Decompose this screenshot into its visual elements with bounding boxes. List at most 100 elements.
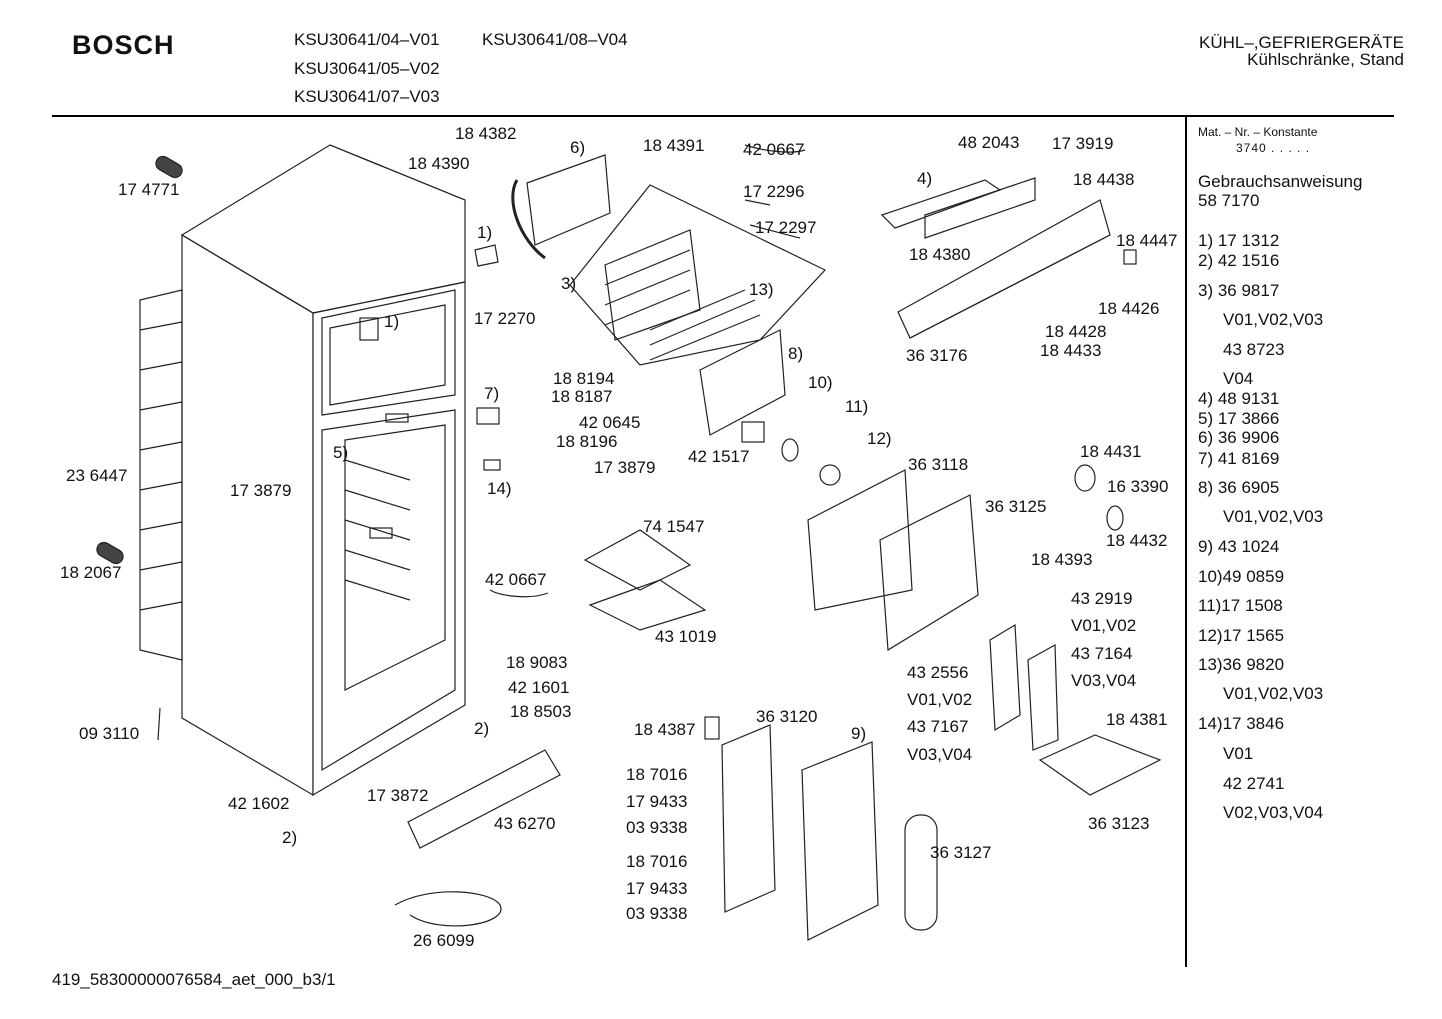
part-label: 17 9433 xyxy=(626,792,688,811)
part-label: V01,V02 xyxy=(1071,616,1137,635)
part-label: 18 4426 xyxy=(1098,299,1160,318)
sidebar-item: 1) 17 1312 xyxy=(1198,231,1280,250)
constant-label: Mat. – Nr. – Konstante xyxy=(1198,125,1318,139)
sidebar-item: V02,V03,V04 xyxy=(1223,803,1324,822)
part-label: 43 2919 xyxy=(1071,589,1133,608)
sidebar-item: 43 8723 xyxy=(1223,340,1285,359)
sidebar-item: V01,V02,V03 xyxy=(1223,684,1324,703)
part-label: 43 6270 xyxy=(494,814,556,833)
part-label: 18 7016 xyxy=(626,852,688,871)
part-label: V03,V04 xyxy=(1071,671,1137,690)
part-label: 43 7167 xyxy=(907,717,969,736)
brand-logo: BOSCH xyxy=(72,30,175,60)
part-label: 2) xyxy=(282,828,298,847)
part-label: 26 6099 xyxy=(413,931,475,950)
part-label: 7) xyxy=(484,384,500,403)
cabinet-drawing xyxy=(139,144,466,797)
manual-number: 58 7170 xyxy=(1198,191,1260,210)
sidebar-item: 2) 42 1516 xyxy=(1198,251,1280,270)
part-label: 18 4393 xyxy=(1031,550,1093,569)
part-label: 18 4431 xyxy=(1080,442,1142,461)
part-label: 17 9433 xyxy=(626,879,688,898)
part-label: 74 1547 xyxy=(643,517,705,536)
part-label: 13) xyxy=(749,280,774,299)
part-label: 12) xyxy=(867,429,892,448)
sidebar-item: 9) 43 1024 xyxy=(1198,537,1280,556)
part-label: 43 1019 xyxy=(655,627,717,646)
part-label: 36 3127 xyxy=(930,843,992,862)
part-label: 11) xyxy=(845,397,869,416)
part-label: 43 2556 xyxy=(907,663,969,682)
part-label: 03 9338 xyxy=(626,904,688,923)
sidebar-item: 14)17 3846 xyxy=(1198,714,1285,733)
part-label: 42 1517 xyxy=(688,447,750,466)
constant-value: 3740 . . . . . xyxy=(1236,141,1311,155)
part-label: 09 3110 xyxy=(79,724,140,743)
part-label: 03 9338 xyxy=(626,818,688,837)
part-174771 xyxy=(155,155,183,179)
sidebar-item: 4) 48 9131 xyxy=(1198,389,1280,408)
part-label: 42 1601 xyxy=(508,678,570,697)
part-label: 17 3879 xyxy=(230,481,292,500)
category-title: KÜHL–,GEFRIERGERÄTE xyxy=(1199,33,1404,52)
part-label: 6) xyxy=(570,138,586,157)
part-label: V03,V04 xyxy=(907,745,973,764)
part-label: 18 8196 xyxy=(556,432,618,451)
sidebar-item: 6) 36 9906 xyxy=(1198,428,1280,447)
sidebar-item: V01 xyxy=(1223,744,1254,763)
part-label: 16 3390 xyxy=(1107,477,1169,496)
model-number: KSU30641/07–V03 xyxy=(294,87,440,106)
part-label: 18 8194 xyxy=(553,369,615,388)
model-number: KSU30641/04–V01 xyxy=(294,30,440,49)
part-label: 17 3919 xyxy=(1052,134,1114,153)
sidebar-item: V01,V02,V03 xyxy=(1223,507,1324,526)
document-footer-code: 419_58300000076584_aet_000_b3/1 xyxy=(52,970,336,989)
part-label: 18 4390 xyxy=(408,154,470,173)
sidebar-item: 10)49 0859 xyxy=(1198,567,1285,586)
part-label: 36 3118 xyxy=(908,455,969,474)
sidebar-item: 8) 36 6905 xyxy=(1198,478,1280,497)
part-label: 42 0667 xyxy=(743,140,805,159)
header-divider xyxy=(52,115,1394,117)
sidebar-divider xyxy=(1185,117,1187,967)
part-label: 9) xyxy=(851,724,867,743)
part-label: V01,V02 xyxy=(907,690,973,709)
part-label: 48 2043 xyxy=(958,133,1020,152)
sidebar-item: 11)17 1508 xyxy=(1198,596,1283,615)
sidebar-item: V04 xyxy=(1223,369,1254,388)
sidebar-item: 5) 17 3866 xyxy=(1198,409,1280,428)
part-label: 18 4438 xyxy=(1073,170,1135,189)
manual-label: Gebrauchsanweisung xyxy=(1198,172,1363,191)
part-label: 4) xyxy=(917,169,933,188)
sidebar-item: 12)17 1565 xyxy=(1198,626,1285,645)
part-label: 17 3879 xyxy=(594,458,656,477)
part-label: 18 8187 xyxy=(551,387,613,406)
part-label: 10) xyxy=(808,373,833,392)
part-label: 17 2297 xyxy=(755,218,817,237)
part-label: 42 1602 xyxy=(228,794,290,813)
model-number: KSU30641/08–V04 xyxy=(482,30,628,49)
part-label: 3) xyxy=(561,274,577,293)
part-label: 5) xyxy=(333,443,349,462)
sidebar-item: V01,V02,V03 xyxy=(1223,310,1324,329)
part-label: 17 4771 xyxy=(118,180,180,199)
sidebar-item: 7) 41 8169 xyxy=(1198,449,1280,468)
part-label: 17 3872 xyxy=(367,786,429,805)
part-label: 17 2296 xyxy=(743,182,805,201)
sidebar-item: 42 2741 xyxy=(1223,774,1285,793)
part-label: 36 3120 xyxy=(756,707,818,726)
part-label: 36 3125 xyxy=(985,497,1047,516)
part-label: 18 4381 xyxy=(1106,710,1168,729)
sidebar-item: 13)36 9820 xyxy=(1198,655,1285,674)
part-label: 1) xyxy=(384,312,400,331)
part-label: 18 4387 xyxy=(634,720,696,739)
part-label: 2) xyxy=(474,719,490,738)
part-label: 18 2067 xyxy=(60,563,122,582)
part-label: 18 4382 xyxy=(455,124,517,143)
part-label: 18 9083 xyxy=(506,653,568,672)
part-label: 18 7016 xyxy=(626,765,688,784)
part-label: 36 3123 xyxy=(1088,814,1150,833)
part-label: 1) xyxy=(477,223,493,242)
